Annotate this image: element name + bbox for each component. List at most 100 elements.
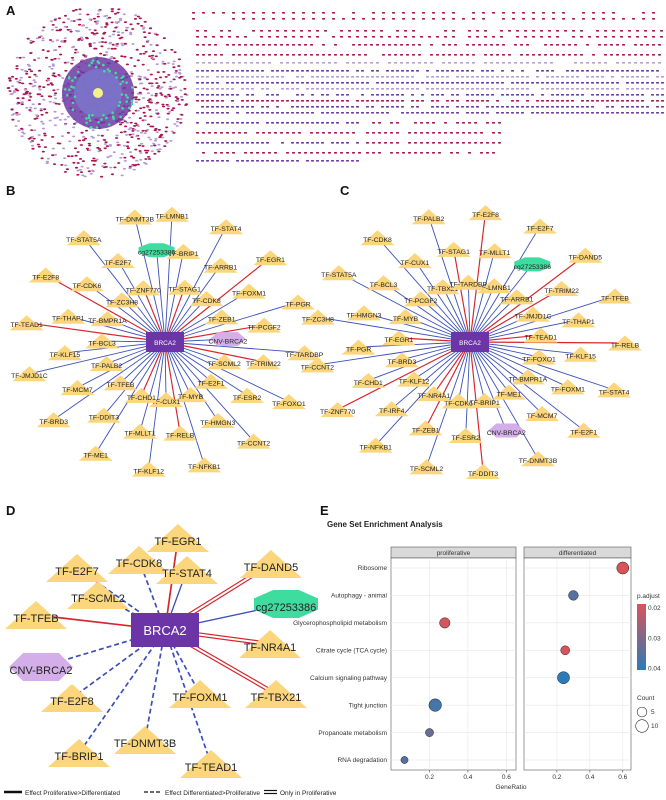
net-a-row-node — [208, 132, 211, 134]
net-a-node — [141, 97, 146, 99]
net-a-row-node — [238, 54, 241, 56]
node-tf-foxo1-label: TF-FOXO1 — [272, 401, 306, 408]
node-cg27253386-label: cg27253386 — [256, 602, 317, 614]
net-a-row-node — [636, 30, 639, 32]
net-a-row-node — [586, 76, 589, 78]
net-a-node — [147, 158, 152, 160]
net-a-row-node — [381, 82, 384, 84]
net-a-row-node — [426, 152, 429, 154]
net-a-row-node — [346, 100, 349, 102]
net-a-row-node — [202, 54, 205, 56]
net-a-row-node — [556, 30, 559, 32]
net-a-node — [46, 157, 51, 160]
net-a-node — [12, 89, 17, 92]
net-a-node — [40, 157, 44, 160]
net-a-row-node — [326, 100, 329, 102]
net-a-row-node — [426, 82, 429, 84]
net-a-node — [171, 63, 175, 65]
net-a-node — [148, 27, 153, 30]
net-a-row-node — [366, 142, 369, 144]
node-tf-trim22: TF-TRIM22 — [246, 354, 281, 370]
node-tf-znf770-shape — [126, 280, 161, 296]
edge-tf-e2f8 — [45, 274, 166, 343]
net-a-node — [41, 150, 45, 153]
net-a-node — [79, 144, 83, 146]
net-a-row-node — [406, 112, 409, 114]
net-a-row-node — [532, 62, 535, 64]
net-a-row-node — [482, 18, 485, 20]
net-a-row-node — [281, 142, 284, 144]
net-a-row-node — [496, 44, 499, 46]
net-a-row-node — [384, 142, 387, 144]
net-a-row-node — [456, 76, 459, 78]
net-a-row-node — [544, 54, 547, 56]
net-a-row-node — [420, 36, 423, 38]
net-a-node — [149, 145, 154, 147]
net-a-row-node — [574, 54, 577, 56]
net-a-row-node — [444, 30, 447, 32]
net-a-row-node — [261, 160, 264, 162]
net-a-row-node — [474, 142, 477, 144]
net-a-node — [36, 143, 41, 146]
net-a-row-node — [238, 132, 241, 134]
net-a-row-node — [390, 142, 393, 144]
net-a-row-node — [388, 62, 391, 64]
net-a-node — [164, 130, 168, 133]
net-a-row-node — [586, 70, 589, 72]
net-a-row-node — [391, 106, 394, 108]
net-a-node — [47, 95, 52, 98]
net-a-row-node — [426, 142, 429, 144]
net-a-row-node — [576, 106, 579, 108]
panel-c-hub: BRCA2 — [451, 332, 489, 352]
net-a-node — [92, 42, 96, 44]
node-tf-foxm1-shape — [232, 283, 266, 299]
net-a-node — [71, 9, 76, 12]
net-a-row-node — [326, 94, 329, 96]
net-a-row-node — [216, 122, 219, 124]
net-a-node — [37, 36, 42, 39]
node-tf-pgr-shape — [341, 339, 376, 355]
net-a-row-node — [500, 36, 503, 38]
net-a-row-node — [336, 76, 339, 78]
node-cg27253386-shape — [138, 243, 175, 258]
net-a-cg-node — [108, 69, 111, 73]
node-tf-me1-label: TF-ME1 — [83, 453, 108, 460]
net-a-row-node — [626, 112, 629, 114]
net-a-row-node — [471, 76, 474, 78]
net-a-row-node — [208, 62, 211, 64]
net-a-row-node — [606, 70, 609, 72]
node-tf-foxm1: TF-FOXM1 — [550, 379, 585, 395]
net-a-row-node — [346, 106, 349, 108]
net-a-row-node — [291, 142, 294, 144]
net-a-row-node — [641, 106, 644, 108]
net-a-node — [162, 37, 166, 39]
net-a-row-node — [304, 54, 307, 56]
net-a-row-node — [551, 76, 554, 78]
edge-tf-dnmt3b — [144, 629, 166, 741]
net-a-row-node — [542, 12, 545, 14]
net-a-row-node — [591, 82, 594, 84]
net-a-row-node — [358, 152, 361, 154]
net-a-row-node — [636, 100, 639, 102]
net-a-row-node — [331, 106, 334, 108]
net-a-node — [30, 144, 35, 147]
net-a-row-node — [226, 152, 229, 154]
net-a-row-node — [502, 44, 505, 46]
net-a-row-node — [636, 76, 639, 78]
net-a-row-node — [471, 88, 474, 90]
net-a-row-node — [531, 82, 534, 84]
net-a-row-node — [400, 54, 403, 56]
edge-tf-relb — [164, 341, 181, 434]
net-a-row-node — [396, 132, 399, 134]
node-tf-e2f7-shape — [523, 218, 558, 234]
net-a-row-node — [421, 94, 424, 96]
net-a-node — [174, 70, 178, 72]
net-a-node — [113, 47, 117, 50]
net-a-row-node — [216, 160, 219, 162]
net-a-cg-node — [106, 68, 110, 71]
net-a-row-node — [310, 54, 313, 56]
net-a-row-node — [511, 88, 514, 90]
net-a-row-node — [286, 70, 289, 72]
net-a-row-node — [364, 44, 367, 46]
net-a-node — [29, 52, 33, 54]
